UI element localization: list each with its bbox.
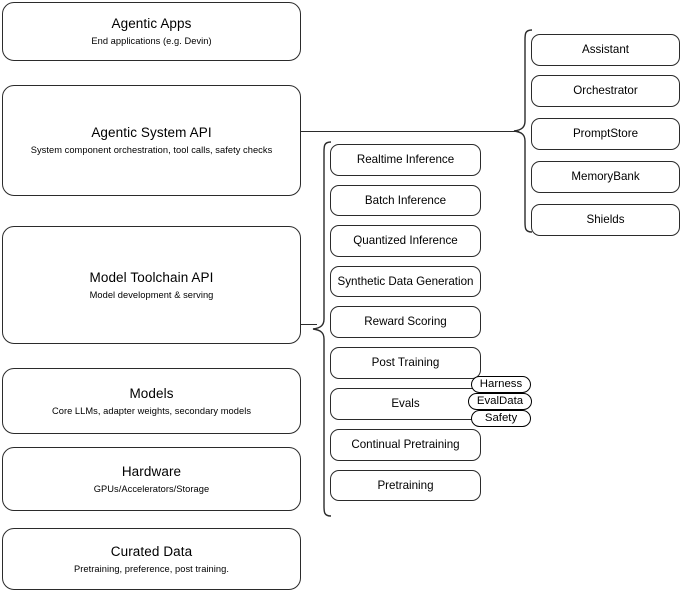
layer-box-hardware[interactable]: Hardware GPUs/Accelerators/Storage — [2, 447, 301, 511]
brace-toolchain-components — [312, 141, 332, 517]
component-box-continual-pretraining[interactable]: Continual Pretraining — [330, 429, 481, 461]
layer-box-agentic-apps[interactable]: Agentic Apps End applications (e.g. Devi… — [2, 2, 301, 61]
evals-tag-evaldata[interactable]: EvalData — [468, 393, 532, 410]
component-label: Realtime Inference — [356, 153, 455, 166]
component-box-synthetic-data-generation[interactable]: Synthetic Data Generation — [330, 266, 481, 297]
component-label: Evals — [391, 397, 420, 410]
brace-agentic-components — [513, 29, 533, 233]
component-box-assistant[interactable]: Assistant — [531, 34, 680, 66]
component-label: Assistant — [581, 43, 630, 56]
component-box-memorybank[interactable]: MemoryBank — [531, 161, 680, 193]
layer-title: Curated Data — [110, 543, 193, 559]
component-box-post-training[interactable]: Post Training — [330, 347, 481, 379]
layer-subtitle: Model development & serving — [89, 289, 214, 300]
component-label: Continual Pretraining — [351, 438, 460, 451]
evals-tag-label: Harness — [479, 378, 523, 390]
component-box-reward-scoring[interactable]: Reward Scoring — [330, 306, 481, 338]
layer-title: Agentic System API — [91, 125, 212, 140]
component-box-orchestrator[interactable]: Orchestrator — [531, 75, 680, 107]
layer-box-agentic-system-api[interactable]: Agentic System API System component orch… — [2, 85, 301, 196]
component-box-promptstore[interactable]: PromptStore — [531, 118, 680, 150]
component-label: Pretraining — [377, 478, 434, 492]
layer-title: Model Toolchain API — [89, 269, 214, 285]
layer-subtitle: Pretraining, preference, post training. — [74, 563, 229, 574]
component-label: MemoryBank — [571, 170, 640, 183]
component-label: Batch Inference — [364, 193, 447, 207]
component-box-shields[interactable]: Shields — [531, 204, 680, 236]
layer-subtitle: GPUs/Accelerators/Storage — [93, 483, 210, 494]
component-label: Post Training — [371, 356, 440, 369]
layer-title: Agentic Apps — [111, 16, 192, 31]
component-label: Shields — [586, 213, 625, 226]
layer-box-model-toolchain-api[interactable]: Model Toolchain API Model development & … — [2, 226, 301, 344]
layer-subtitle: Core LLMs, adapter weights, secondary mo… — [51, 405, 252, 416]
layer-title: Hardware — [121, 463, 182, 479]
layer-title: Models — [129, 385, 174, 401]
connector-line — [301, 131, 519, 133]
connector-agentic-system — [301, 131, 519, 134]
evals-tag-label: EvalData — [476, 395, 524, 407]
layer-box-curated-data[interactable]: Curated Data Pretraining, preference, po… — [2, 528, 301, 590]
layer-box-models[interactable]: Models Core LLMs, adapter weights, secon… — [2, 368, 301, 434]
component-label: Quantized Inference — [353, 234, 458, 247]
evals-tag-safety[interactable]: Safety — [471, 410, 531, 427]
component-box-evals[interactable]: Evals — [330, 388, 481, 420]
component-box-pretraining[interactable]: Pretraining — [330, 470, 481, 501]
evals-tag-harness[interactable]: Harness — [471, 376, 531, 393]
layer-subtitle: System component orchestration, tool cal… — [30, 145, 273, 155]
component-label: PromptStore — [572, 127, 639, 140]
connector-line — [301, 324, 317, 326]
component-label: Orchestrator — [573, 84, 638, 97]
component-box-realtime-inference[interactable]: Realtime Inference — [330, 144, 481, 176]
component-label: Reward Scoring — [364, 315, 447, 328]
connector-model-toolchain — [301, 324, 317, 327]
component-label: Synthetic Data Generation — [337, 274, 474, 288]
layer-subtitle: End applications (e.g. Devin) — [91, 36, 212, 46]
component-box-quantized-inference[interactable]: Quantized Inference — [330, 225, 481, 257]
component-box-batch-inference[interactable]: Batch Inference — [330, 185, 481, 216]
evals-tag-label: Safety — [484, 412, 518, 424]
